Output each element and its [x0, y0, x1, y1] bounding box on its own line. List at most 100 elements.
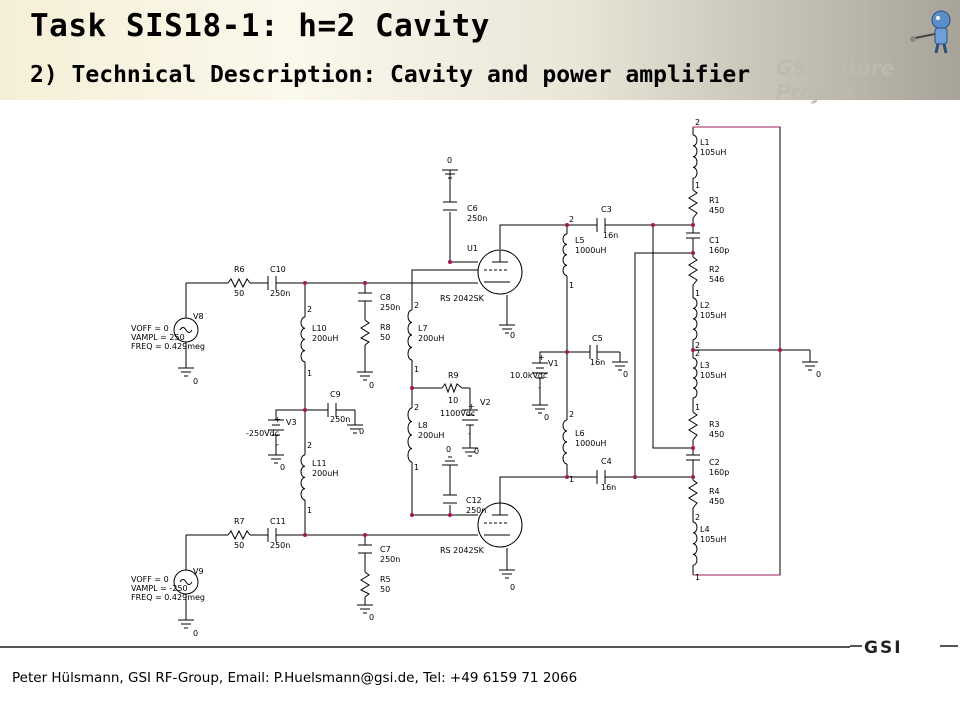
gsi-logo-icon: GSI — [850, 638, 958, 658]
label-C9: C9 — [330, 390, 341, 399]
tube-U1 — [477, 249, 523, 295]
ground-icon — [442, 456, 458, 466]
capacitor-C10 — [267, 276, 277, 290]
ground-icon — [442, 169, 458, 179]
svg-text:0: 0 — [544, 413, 549, 422]
label-C10: C10 — [270, 265, 286, 274]
footer-divider — [0, 646, 850, 648]
svg-text:0: 0 — [816, 370, 821, 379]
svg-text:+: + — [538, 353, 545, 362]
label-L7: L7 — [418, 324, 428, 333]
label-C2: C2 — [709, 458, 720, 467]
svg-text:0: 0 — [359, 427, 364, 436]
label-L5: L5 — [575, 236, 585, 245]
capacitor-C3 — [596, 218, 606, 232]
header-banner — [0, 0, 960, 100]
svg-text:1: 1 — [414, 365, 419, 374]
model-U1: RS 2042SK — [440, 294, 485, 303]
source-V9 — [173, 569, 199, 595]
svg-text:0: 0 — [193, 377, 198, 386]
value-C12: 250n — [466, 506, 486, 515]
label-R9: R9 — [448, 371, 459, 380]
inductor-L10 — [300, 316, 306, 363]
svg-text:2: 2 — [307, 441, 312, 450]
capacitor-C5 — [589, 345, 598, 359]
resistor-R1 — [688, 189, 698, 219]
ground-icon — [357, 604, 373, 614]
ground-icon — [499, 569, 515, 579]
svg-text:2: 2 — [414, 301, 419, 310]
value-L3: 105uH — [700, 371, 726, 380]
label-L8: L8 — [418, 421, 428, 430]
voff-V9: VOFF = 0 — [131, 575, 169, 584]
value-R8: 50 — [380, 333, 390, 342]
capacitor-C1 — [686, 232, 700, 247]
svg-text:0: 0 — [280, 463, 285, 472]
voff-V8: VOFF = 0 — [131, 324, 169, 333]
capacitor-C6 — [443, 201, 457, 211]
pin-numbers: 2 1 1 2 2 1 2 1 2 1 2 1 2 1 2 1 2 1 2 1 … — [274, 118, 700, 582]
page-subtitle: 2) Technical Description: Cavity and pow… — [30, 62, 751, 88]
battery-V1 — [532, 362, 548, 383]
label-C6: C6 — [467, 204, 478, 213]
page-title: Task SIS18-1: h=2 Cavity — [30, 8, 490, 44]
value-L10: 200uH — [312, 334, 338, 343]
svg-text:1: 1 — [307, 369, 312, 378]
svg-text:-: - — [538, 383, 541, 392]
schematic-wires — [185, 126, 811, 620]
value-C8: 250n — [380, 303, 400, 312]
label-R7: R7 — [234, 517, 245, 526]
label-R3: R3 — [709, 420, 720, 429]
inductor-L3 — [692, 357, 698, 399]
resistor-R4 — [688, 479, 698, 509]
svg-text:0: 0 — [369, 381, 374, 390]
svg-text:2: 2 — [569, 410, 574, 419]
value-R7: 50 — [234, 541, 244, 550]
value-C3: 16n — [603, 231, 618, 240]
value-L11: 200uH — [312, 469, 338, 478]
label-R6: R6 — [234, 265, 245, 274]
label-L1: L1 — [700, 138, 710, 147]
value-L8: 200uH — [418, 431, 444, 440]
ground-icon — [802, 361, 818, 371]
value-C6: 250n — [467, 214, 487, 223]
inductor-L4 — [692, 521, 698, 566]
ground-icon — [499, 324, 515, 334]
label-L11: L11 — [312, 459, 327, 468]
label-V1: V1 — [548, 359, 559, 368]
inductor-L11 — [300, 454, 306, 501]
label-L6: L6 — [575, 429, 585, 438]
svg-text:0: 0 — [193, 629, 198, 638]
vampl-V9: VAMPL = -250 — [131, 584, 188, 593]
tube-U2 — [477, 502, 523, 548]
inductor-L6 — [562, 419, 568, 465]
label-C12: C12 — [466, 496, 482, 505]
ground-icon — [178, 367, 194, 377]
value-R1: 450 — [709, 206, 724, 215]
value-C9: 250n — [330, 415, 350, 424]
svg-text:0: 0 — [369, 613, 374, 622]
value-R5: 50 — [380, 585, 390, 594]
resistors — [227, 189, 698, 598]
svg-text:0: 0 — [510, 331, 515, 340]
label-C8: C8 — [380, 293, 391, 302]
svg-text:0: 0 — [446, 445, 451, 454]
capacitors — [267, 201, 700, 554]
value-V3: -250Vdc — [246, 429, 279, 438]
svg-text:2: 2 — [695, 118, 700, 127]
resistor-R9 — [441, 382, 463, 394]
value-R3: 450 — [709, 430, 724, 439]
value-C7: 250n — [380, 555, 400, 564]
resistor-R5 — [359, 571, 370, 598]
resistor-R6 — [227, 277, 251, 289]
value-L5: 1000uH — [575, 246, 606, 255]
label-U1: U1 — [467, 244, 478, 253]
value-L1: 105uH — [700, 148, 726, 157]
svg-text:0: 0 — [510, 583, 515, 592]
svg-text:1: 1 — [569, 281, 574, 290]
schematic-net-wires — [693, 126, 780, 576]
junction-dots — [303, 223, 782, 537]
inductor-L2 — [692, 297, 698, 341]
component-labels: L1 105uH R1 450 C1 160p R2 546 L2 105uH … — [131, 138, 729, 602]
